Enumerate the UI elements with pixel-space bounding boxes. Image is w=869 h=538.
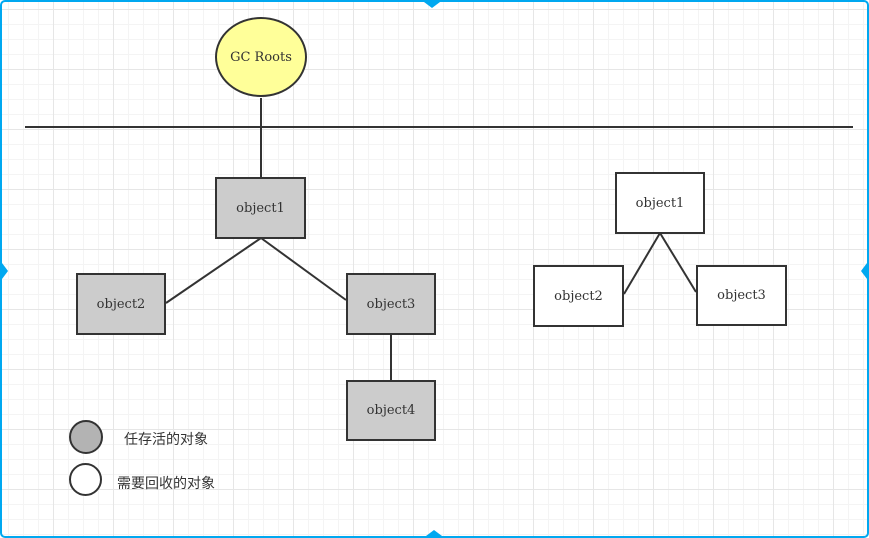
legend-alive-label[interactable]: 任存活的对象 [124,432,208,448]
page-arrow-bottom-icon[interactable] [426,530,442,536]
page-arrow-left-icon[interactable] [2,263,8,279]
page-arrow-right-icon[interactable] [861,263,867,279]
edge-right-object1-object2[interactable] [623,232,661,295]
legend-garbage-circle[interactable] [69,463,102,496]
node-left-object2[interactable]: object2 [76,273,166,335]
node-right-object1[interactable]: object1 [615,172,705,234]
legend-garbage-label[interactable]: 需要回收的对象 [117,476,215,492]
page-arrow-top-icon[interactable] [424,2,440,8]
legend-alive-circle[interactable] [69,420,103,454]
node-gc-roots[interactable]: GC Roots [215,17,307,97]
edge-left-object1-object3[interactable] [260,237,347,301]
node-left-object3[interactable]: object3 [346,273,436,335]
node-left-object4[interactable]: object4 [346,380,436,441]
node-right-object2[interactable]: object2 [533,265,624,327]
node-left-object1[interactable]: object1 [215,177,306,239]
node-right-object3[interactable]: object3 [696,265,787,326]
edge-left-object1-object2[interactable] [165,237,262,304]
edge-right-object1-object3[interactable] [659,232,697,293]
